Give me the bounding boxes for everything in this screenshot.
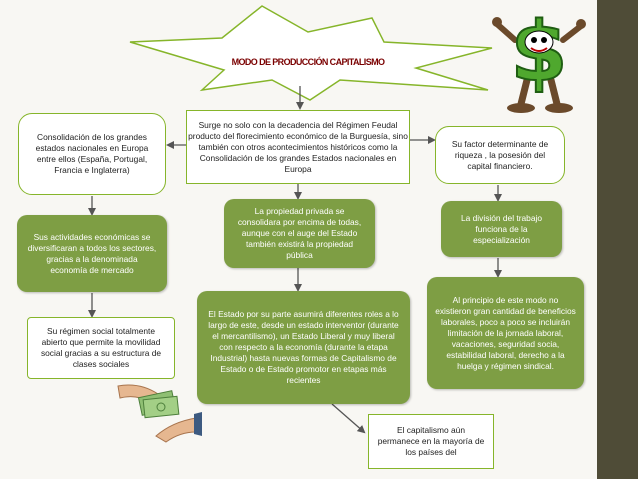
box-origin-text: Surge no solo con la decadencia del Régi… [188,119,408,174]
box-present-capitalism: El capitalismo aún permanece en la mayor… [368,414,494,469]
box-capital: Su factor determinante de riqueza , la p… [435,126,565,184]
title-burst-shape [129,5,493,101]
box-labour-benefits: Al principio de este modo no existieron … [427,277,584,389]
side-decoration-bar [597,0,638,479]
box-division-labour-text: La división del trabajo funciona de la e… [460,212,542,245]
box-private-property: La propiedad privada se consolidara por … [224,199,375,268]
box-market-economy: Sus actividades económicas se diversific… [17,215,167,292]
box-state-roles-text: El Estado por su parte asumirá diferente… [208,309,399,385]
box-present-capitalism-text: El capitalismo aún permanece en la mayor… [377,425,485,457]
box-social-mobility-text: Su régimen social totalmente abierto que… [40,326,162,369]
box-labour-benefits-text: Al principio de este modo no existieron … [435,294,576,371]
dollar-character-image: $ [492,4,586,113]
money-exchange-image [117,384,202,443]
box-social-mobility: Su régimen social totalmente abierto que… [27,317,175,379]
diagram-title: MODO DE PRODUCCIÓN CAPITALISMO [231,57,385,67]
box-nation-states: Consolidación de los grandes estados nac… [18,113,166,195]
box-nation-states-text: Consolidación de los grandes estados nac… [35,132,149,175]
box-state-roles: El Estado por su parte asumirá diferente… [197,291,410,404]
box-private-property-text: La propiedad privada se consolidara por … [237,206,362,260]
box-origin: Surge no solo con la decadencia del Régi… [186,110,410,184]
connector-center-low-bottom [331,403,366,434]
box-market-economy-text: Sus actividades económicas se diversific… [27,231,157,275]
box-division-labour: La división del trabajo funciona de la e… [441,201,562,257]
box-capital-text: Su factor determinante de riqueza , la p… [451,138,549,171]
